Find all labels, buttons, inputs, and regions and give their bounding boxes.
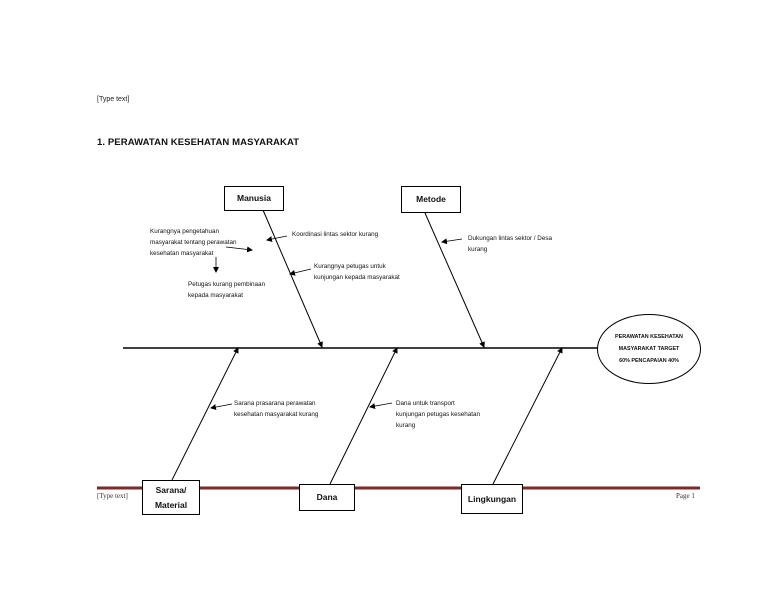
bone-lingkungan	[492, 347, 563, 485]
cause-sarana-prasarana: Sarana prasarana perawatan kesehatan mas…	[234, 400, 319, 418]
page-number: Page 1	[676, 492, 695, 500]
category-manusia: Manusia	[224, 186, 284, 211]
cause-kurang-petugas: Kurangnya petugas untuk kunjungan kepada…	[314, 263, 400, 281]
category-sarana-material: Sarana/ Material	[142, 480, 200, 515]
arrow-dukungan	[441, 238, 463, 245]
arrow-dana	[369, 402, 393, 410]
effect-ellipse: PERAWATAN KESEHATAN MASYARAKAT TARGET 60…	[597, 314, 701, 384]
bone-dana	[329, 347, 398, 485]
arrow-sarana	[210, 403, 233, 411]
cause-petugas-pembinaan: Petugas kurang pembinaan kepada masyarak…	[188, 281, 266, 299]
cause-dana-transport: Dana untuk transport kunjungan petugas k…	[396, 400, 481, 429]
header-text: [Type text]	[97, 96, 130, 103]
cause-kurang-pengetahuan: Kurangnya pengetahuan masyarakat tentang…	[150, 228, 237, 257]
arrow-petugas	[289, 268, 312, 276]
footer-left-text: [Type text]	[97, 492, 128, 500]
category-dana: Dana	[299, 484, 355, 511]
arrow-koordinasi	[266, 235, 288, 242]
cause-dukungan-lintas-sektor: Dukungan lintas sektor / Desa kurang	[468, 235, 553, 253]
category-lingkungan: Lingkungan	[461, 484, 523, 514]
bone-metode	[424, 212, 485, 348]
arrow-pengetahuan	[225, 246, 253, 253]
cause-koordinasi-lintas-sektor: Koordinasi lintas sektor kurang	[292, 231, 379, 238]
page-title: 1. PERAWATAN KESEHATAN MASYARAKAT	[97, 137, 300, 148]
category-metode: Metode	[401, 186, 461, 213]
bone-sarana	[171, 347, 239, 481]
bone-manusia	[262, 209, 323, 348]
